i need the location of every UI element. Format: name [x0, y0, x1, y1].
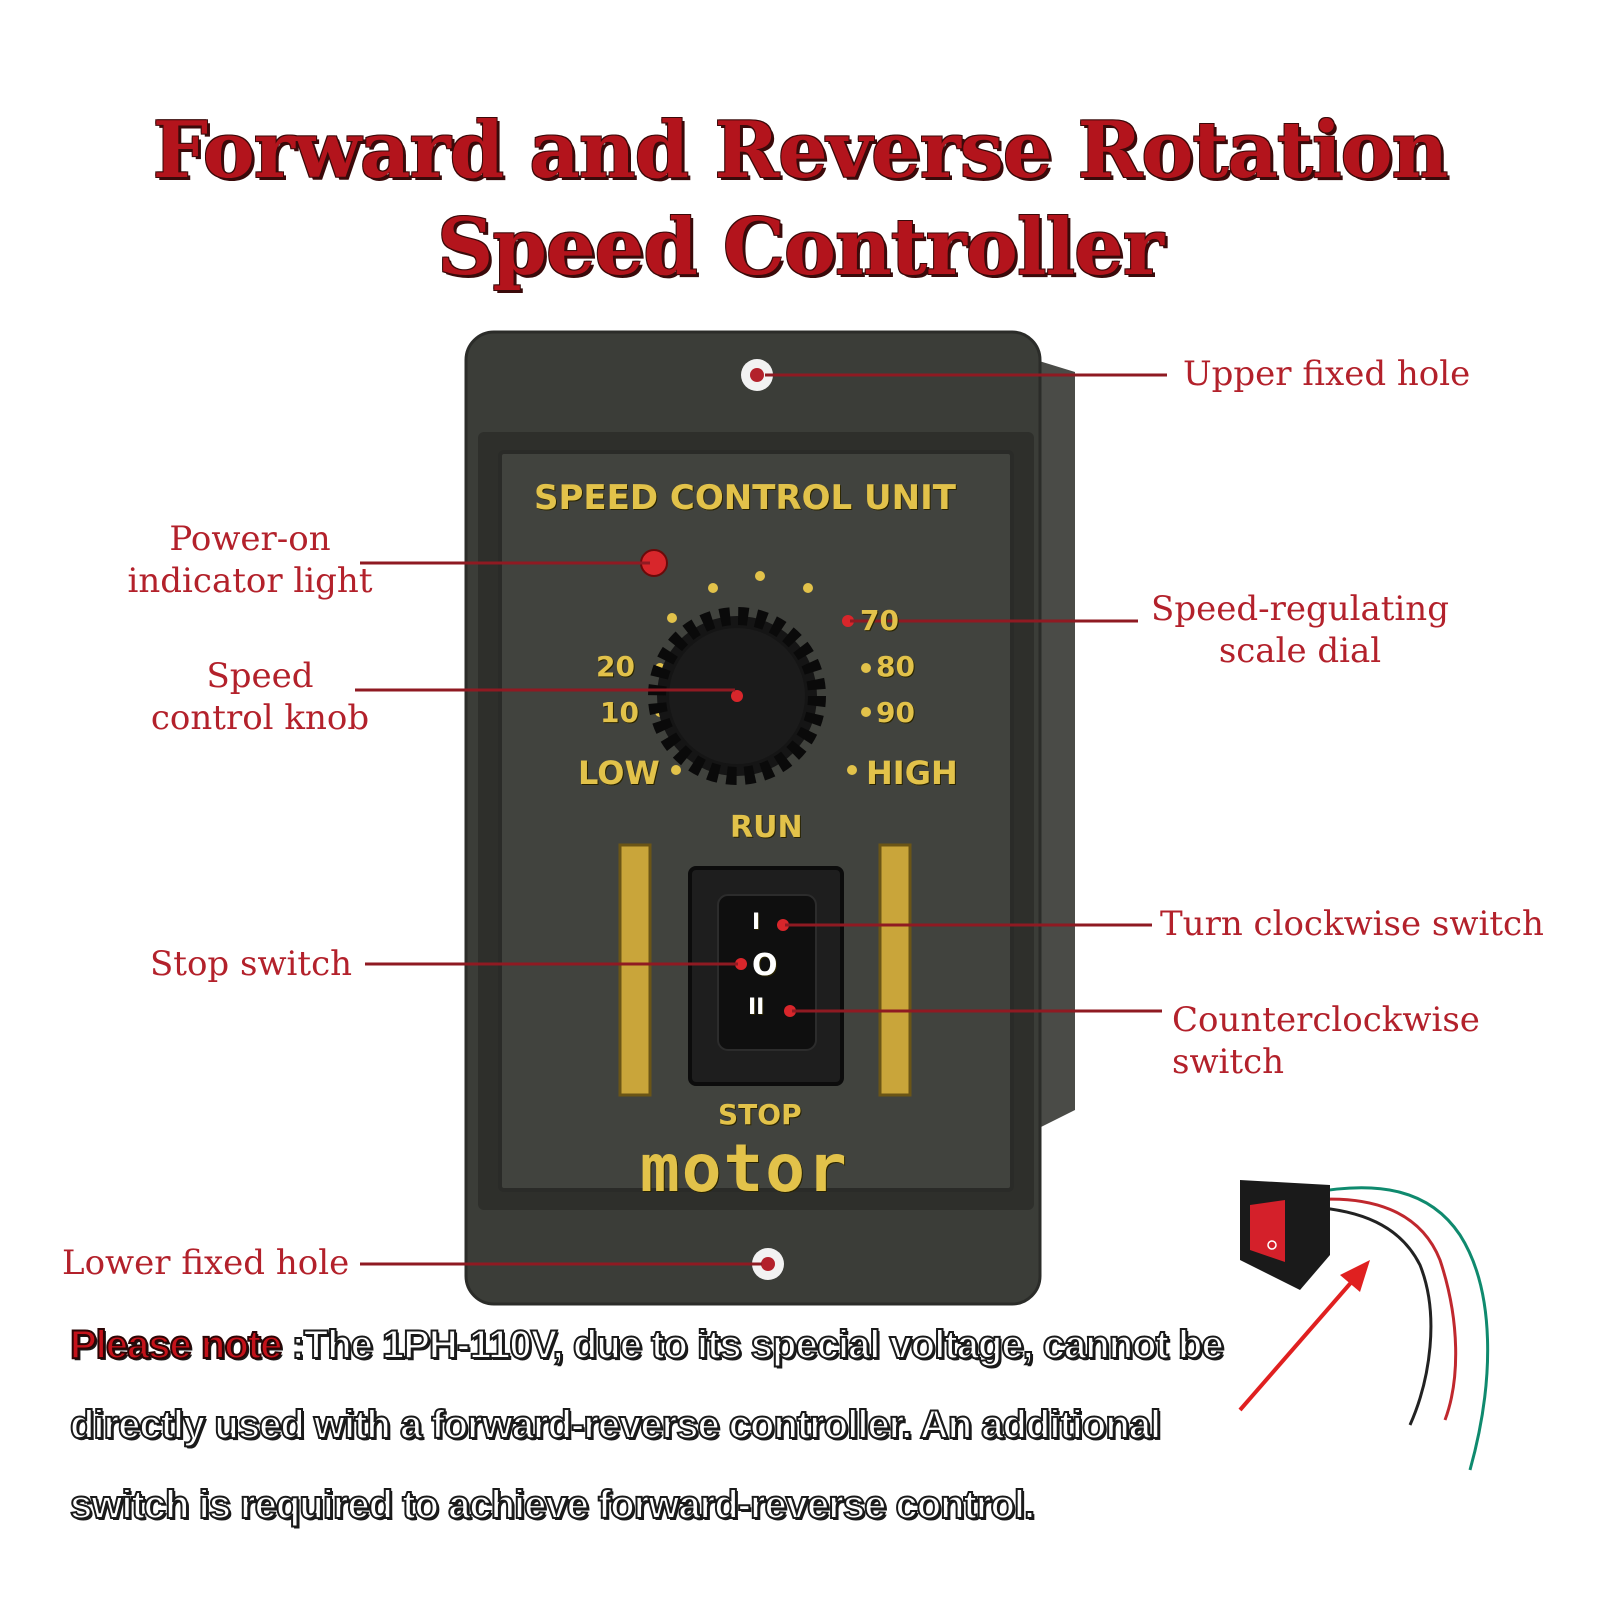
note-prefix: Please note — [69, 1322, 283, 1368]
additional-switch — [1240, 1180, 1490, 1471]
speed-control-knob[interactable] — [648, 607, 826, 785]
leader-lines — [355, 373, 1167, 1266]
scale-dial-marker — [842, 615, 854, 627]
gold-bar-left — [618, 843, 652, 1097]
red-arrow — [1238, 1260, 1370, 1412]
wire-green — [1309, 1186, 1490, 1471]
brand-logo: motor — [640, 1130, 849, 1207]
callout-stop-switch: Stop switch — [150, 944, 353, 984]
title-line-2: Speed Controller — [437, 202, 1164, 293]
cw-switch-marker — [777, 919, 789, 931]
switch-symbol-reverse: II — [748, 995, 765, 1020]
stop-label: STOP — [718, 1098, 802, 1131]
callout-power-on: Power-on — [169, 519, 331, 559]
upper-hole-marker — [750, 368, 764, 382]
scale-label-80: 80 — [876, 650, 915, 683]
run-label: RUN — [730, 810, 803, 845]
scale-label-70: 70 — [860, 604, 899, 637]
gold-bar-right — [878, 843, 912, 1097]
scale-label-90: 90 — [876, 696, 915, 729]
callout-clockwise-switch: Turn clockwise switch — [1160, 904, 1544, 944]
scale-label-20: 20 — [596, 650, 635, 683]
wire-black — [1309, 1205, 1433, 1426]
callout-speed: Speed — [206, 656, 314, 696]
scale-label-high: HIGH — [866, 754, 958, 792]
callout-indicator-light: indicator light — [127, 561, 373, 601]
switch-symbol-on: I — [752, 910, 761, 935]
panel-header: SPEED CONTROL UNIT — [534, 478, 956, 518]
ccw-switch-marker — [784, 1005, 796, 1017]
callout-upper-fixed-hole: Upper fixed hole — [1183, 354, 1471, 394]
callout-counterclockwise-switch: switch — [1172, 1042, 1285, 1082]
knob-marker — [731, 690, 743, 702]
callout-speed-regulating: Speed-regulating — [1151, 589, 1449, 629]
switch-symbol-off: O — [752, 948, 778, 983]
callout-lower-fixed-hole: Lower fixed hole — [62, 1243, 350, 1283]
lower-hole-marker — [761, 1257, 775, 1271]
scale-label-10: 10 — [600, 696, 639, 729]
stop-switch-marker — [735, 958, 747, 970]
switch-o-mark — [1267, 1240, 1277, 1250]
callout-control-knob: control knob — [150, 698, 370, 738]
wire-red — [1309, 1197, 1458, 1421]
callout-scale-dial: scale dial — [1218, 631, 1382, 671]
scale-dots — [655, 571, 871, 775]
note-body: :The 1PH-110V, due to its special voltag… — [69, 1322, 1225, 1528]
callout-counterclockwise: Counterclockwise — [1172, 1000, 1480, 1040]
title-line-1: Forward and Reverse Rotation — [152, 105, 1449, 196]
scale-label-low: LOW — [578, 754, 660, 792]
note-text: Please note :The 1PH-110V, due to its sp… — [69, 1305, 1230, 1545]
